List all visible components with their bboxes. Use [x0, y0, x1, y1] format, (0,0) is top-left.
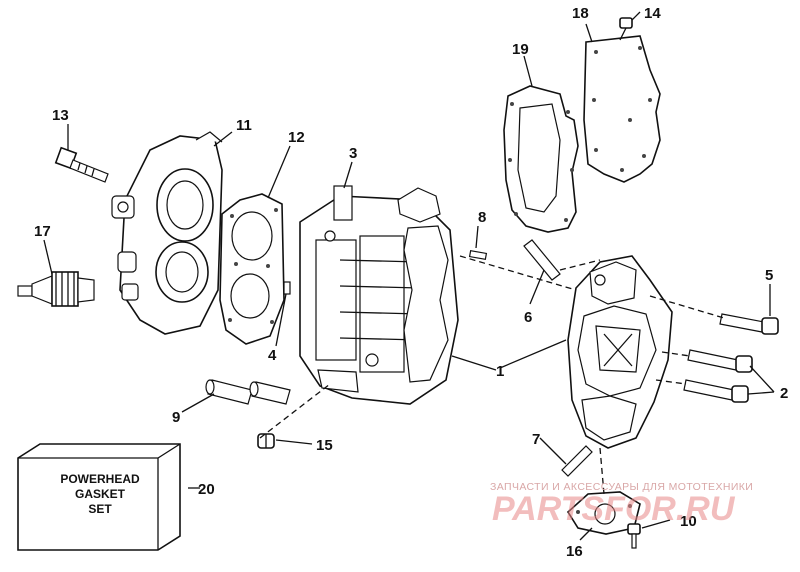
cover-screw-part — [619, 17, 633, 41]
callout-18: 18 — [572, 5, 589, 22]
watermark-tagline: ЗАПЧАСТИ И АКСЕССУАРЫ ДЛЯ МОТОТЕХНИКИ — [490, 481, 753, 493]
watermark-logo: PARTSFOR.RU — [492, 490, 736, 528]
seal-screw-part — [627, 523, 641, 549]
gasket-box-line3: SET — [88, 502, 112, 516]
cylinder-head-part — [111, 131, 223, 335]
callout-1: 1 — [496, 363, 504, 380]
callout-12: 12 — [288, 129, 305, 146]
callout-4: 4 — [268, 347, 277, 364]
pin-7-part — [561, 445, 593, 477]
seal-plate-part — [566, 491, 641, 535]
callout-16: 16 — [566, 543, 583, 560]
alignment-pin-part — [523, 239, 561, 281]
dowel-pins-part — [205, 379, 291, 405]
callout-13: 13 — [52, 107, 69, 124]
callout-5: 5 — [765, 267, 773, 284]
callout-10: 10 — [680, 513, 697, 530]
screw-part — [257, 433, 275, 449]
callout-14: 14 — [644, 5, 661, 22]
callout-7: 7 — [532, 431, 540, 448]
pin-part — [468, 249, 488, 261]
callout-20: 20 — [198, 481, 215, 498]
gasket-box-line2: GASKET — [75, 487, 126, 501]
callout-8: 8 — [478, 209, 486, 226]
head-bolt-part — [54, 146, 109, 183]
callout-2: 2 — [780, 385, 788, 402]
callout-9: 9 — [172, 409, 180, 426]
head-gasket-part — [219, 193, 285, 345]
callout-numbers: 1 2 3 4 5 6 7 9 8 10 11 12 13 14 15 16 1… — [34, 5, 788, 560]
leader-lines — [43, 11, 775, 541]
callout-3: 3 — [349, 145, 357, 162]
callout-11: 11 — [236, 117, 252, 134]
callout-15: 15 — [316, 437, 333, 454]
callout-19: 19 — [512, 41, 529, 58]
cover-plate-part — [583, 35, 661, 183]
callout-17: 17 — [34, 223, 51, 240]
dowel-pin-part — [283, 281, 291, 295]
crankcase-part — [567, 255, 673, 449]
gasket-box-line1: POWERHEAD — [60, 472, 140, 486]
cylinder-block-part — [299, 185, 459, 405]
long-bolts-part — [683, 313, 779, 403]
callout-6: 6 — [524, 309, 532, 326]
spark-plug-part — [17, 271, 95, 307]
cover-gasket-part — [503, 85, 579, 233]
gasket-set-box: POWERHEAD GASKET SET — [17, 443, 181, 551]
watermark: ЗАПЧАСТИ И АКСЕССУАРЫ ДЛЯ МОТОТЕХНИКИ PA… — [490, 481, 753, 528]
